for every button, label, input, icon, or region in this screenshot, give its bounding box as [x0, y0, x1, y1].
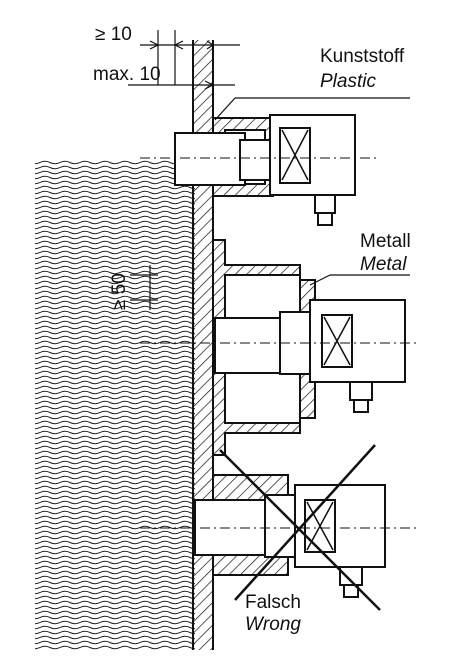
metal-label-en: Metal	[360, 254, 407, 275]
tank-wall	[192, 40, 214, 650]
liquid-medium	[35, 160, 195, 650]
plastic-label-de: Kunststoff	[320, 46, 405, 67]
dimension-spacing: ≥ 50	[109, 273, 130, 310]
sensor-plastic	[140, 114, 380, 226]
sensor-wrong	[140, 474, 420, 598]
dimension-max-gap: max. 10	[93, 64, 161, 85]
wrong-label-de: Falsch	[245, 592, 301, 613]
dimension-lines	[128, 30, 240, 310]
metal-label-de: Metall	[360, 231, 411, 252]
leader-lines	[214, 97, 410, 286]
cross-out-mark	[219, 444, 381, 611]
plastic-label-en: Plastic	[320, 71, 376, 92]
dimension-min-gap: ≥ 10	[95, 24, 132, 45]
wrong-label-en: Wrong	[245, 614, 301, 635]
